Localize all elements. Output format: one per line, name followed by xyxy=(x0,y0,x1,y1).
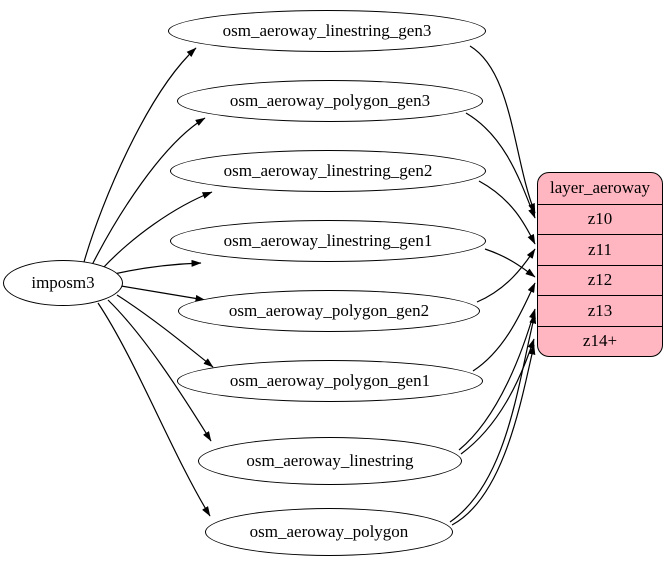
edge-osm_aeroway_linestring_gen3-z10 xyxy=(469,45,536,214)
table-node-label: osm_aeroway_polygon_gen3 xyxy=(229,91,431,110)
edge-imposm3-osm_aeroway_linestring_gen2 xyxy=(101,191,213,270)
layer-title: layer_aeroway xyxy=(549,178,651,198)
layer-row-z12: z12 xyxy=(538,264,662,296)
node-osm_aeroway_polygon: osm_aeroway_polygon xyxy=(205,508,453,556)
edge-osm_aeroway_polygon_gen1-z12 xyxy=(472,282,536,372)
table-node-label: osm_aeroway_linestring_gen3 xyxy=(222,21,432,40)
edge-osm_aeroway_linestring_gen2-z11 xyxy=(478,180,536,245)
zoom-row-label: z11 xyxy=(588,239,612,259)
table-node-label: osm_aeroway_linestring_gen1 xyxy=(223,231,433,250)
table-node-label: osm_aeroway_linestring xyxy=(246,451,414,470)
zoom-row-label: z14+ xyxy=(582,331,618,351)
node-imposm3: imposm3 xyxy=(3,260,123,306)
edge-osm_aeroway_polygon_gen3-z10 xyxy=(465,112,536,219)
edge-imposm3-osm_aeroway_linestring_gen3 xyxy=(83,47,197,263)
node-osm_aeroway_linestring: osm_aeroway_linestring xyxy=(198,437,462,485)
table-node-label: osm_aeroway_polygon_gen2 xyxy=(228,301,430,320)
edge-osm_aeroway_polygon-z14plus xyxy=(451,344,536,526)
node-osm_aeroway_polygon_gen1: osm_aeroway_polygon_gen1 xyxy=(177,360,483,402)
node-osm_aeroway_polygon_gen3: osm_aeroway_polygon_gen3 xyxy=(177,80,483,122)
node-osm_aeroway_linestring_gen1: osm_aeroway_linestring_gen1 xyxy=(170,220,486,262)
layer-row-z13: z13 xyxy=(538,295,662,326)
edge-osm_aeroway_linestring-z14plus xyxy=(460,338,535,455)
edge-imposm3-osm_aeroway_polygon_gen1 xyxy=(116,294,214,368)
edge-osm_aeroway_linestring_gen1-z12 xyxy=(484,248,536,278)
table-node-label: osm_aeroway_polygon xyxy=(249,522,409,541)
layer-row-z10: z10 xyxy=(538,203,662,235)
zoom-row-label: z13 xyxy=(587,300,613,320)
layer-row-z14plus: z14+ xyxy=(538,325,662,357)
node-imposm3-label: imposm3 xyxy=(31,273,95,292)
layer-header-row: layer_aeroway xyxy=(538,173,662,204)
node-osm_aeroway_linestring_gen2: osm_aeroway_linestring_gen2 xyxy=(170,150,486,192)
node-osm_aeroway_linestring_gen3: osm_aeroway_linestring_gen3 xyxy=(168,10,486,52)
node-layer_aeroway: layer_aeroway z10 z11 z12 z13 z14+ xyxy=(537,172,663,357)
edge-osm_aeroway_linestring-z13 xyxy=(458,308,536,451)
zoom-row-label: z10 xyxy=(587,209,613,229)
zoom-row-label: z12 xyxy=(587,270,613,290)
edge-imposm3-osm_aeroway_polygon_gen2 xyxy=(120,285,206,302)
table-node-label: osm_aeroway_linestring_gen2 xyxy=(223,161,433,180)
table-node-label: osm_aeroway_polygon_gen1 xyxy=(229,371,431,390)
edge-osm_aeroway_polygon_gen2-z11 xyxy=(476,248,536,303)
edge-osm_aeroway_polygon-z13 xyxy=(449,313,537,523)
edge-imposm3-osm_aeroway_linestring xyxy=(107,299,212,442)
edge-imposm3-osm_aeroway_linestring_gen1 xyxy=(113,259,202,275)
edge-imposm3-osm_aeroway_polygon xyxy=(97,302,211,517)
layer-row-z11: z11 xyxy=(538,234,662,265)
edge-imposm3-osm_aeroway_polygon_gen3 xyxy=(91,117,206,266)
node-osm_aeroway_polygon_gen2: osm_aeroway_polygon_gen2 xyxy=(178,290,480,332)
